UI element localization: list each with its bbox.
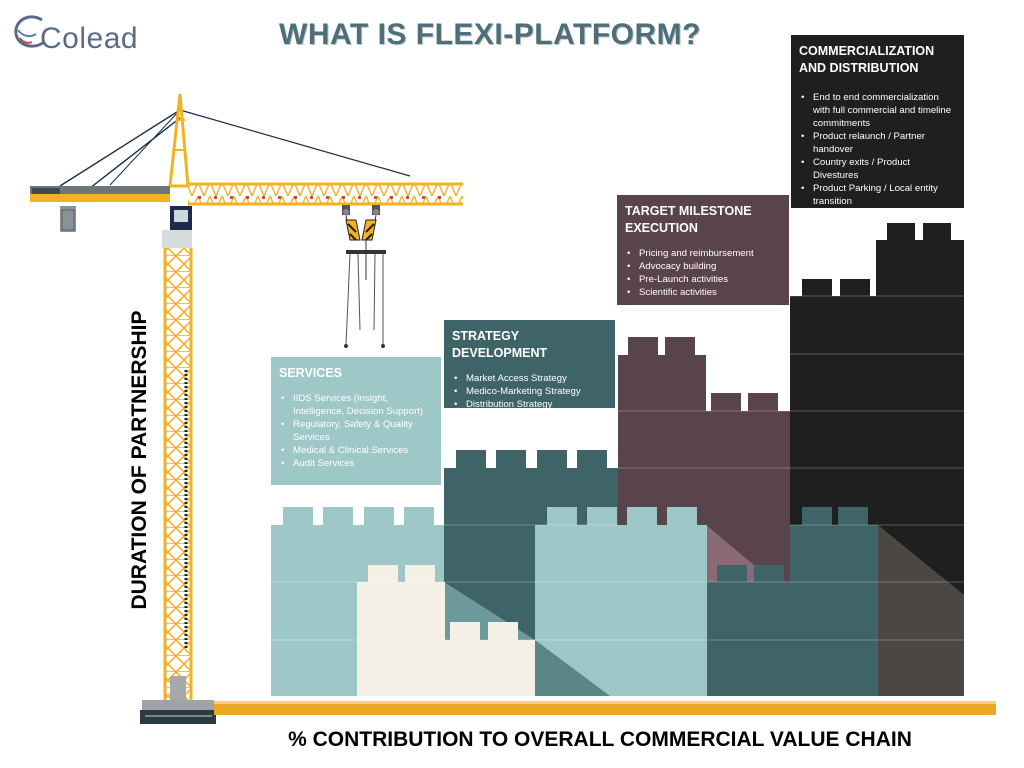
- colead-logo: Colead: [12, 12, 138, 55]
- commercial-item: End to end commercialization with full c…: [801, 91, 956, 130]
- target-item: Scientific activities: [627, 286, 781, 299]
- strategy-title: STRATEGY DEVELOPMENT: [452, 329, 548, 360]
- services-box: SERVICES IIDS Services (Insight, Intelli…: [271, 357, 441, 485]
- services-item: Audit Services: [281, 457, 433, 470]
- target-item: Advocacy building: [627, 260, 781, 273]
- cream-block: [357, 582, 445, 696]
- commercial-shadow: [878, 525, 964, 696]
- commercial-item: Product Parking / Local entity transitio…: [801, 182, 956, 208]
- crane-hook-icon: [342, 205, 386, 348]
- commercial-box: COMMERCIALIZATION AND DISTRIBUTION End t…: [791, 35, 964, 208]
- target-item: Pre-Launch activities: [627, 273, 781, 286]
- x-axis-label: % CONTRIBUTION TO OVERALL COMMERCIAL VAL…: [288, 728, 912, 751]
- strategy-item: Market Access Strategy: [454, 372, 607, 385]
- logo-text: Colead: [40, 22, 139, 55]
- dark-teal-block: [707, 582, 878, 696]
- strategy-item: Launch Strategy: [454, 411, 607, 424]
- services-item: Regulatory, Safety & Quality Services: [281, 418, 433, 444]
- strategy-item: Medico-Marketing Strategy: [454, 385, 607, 398]
- tower-crane-illustration: [30, 93, 463, 724]
- y-axis-label: DURATION OF PARTNERSHIP: [128, 310, 151, 610]
- commercial-title: COMMERCIALIZATION AND DISTRIBUTION: [799, 44, 935, 75]
- strategy-box: STRATEGY DEVELOPMENT Market Access Strat…: [444, 320, 615, 424]
- page-title: WHAT IS FLEXI-PLATFORM?: [279, 18, 701, 51]
- target-title: TARGET MILESTONE EXECUTION: [625, 204, 752, 235]
- services-title: SERVICES: [279, 366, 342, 380]
- commercial-item: Product relaunch / Partner handover: [801, 130, 956, 156]
- target-box: TARGET MILESTONE EXECUTION Pricing and r…: [617, 195, 789, 305]
- x-axis-bar: [214, 701, 996, 715]
- logo-mark-icon: [14, 15, 45, 48]
- services-item: Medical & Clinical Services: [281, 444, 433, 457]
- strategy-item: Distribution Strategy: [454, 398, 607, 411]
- block-stack: [271, 223, 964, 696]
- services-item: IIDS Services (Insight, Intelligence, De…: [281, 392, 433, 418]
- commercial-item: Country exits / Product Divestures: [801, 156, 956, 182]
- target-item: Pricing and reimbursement: [627, 247, 781, 260]
